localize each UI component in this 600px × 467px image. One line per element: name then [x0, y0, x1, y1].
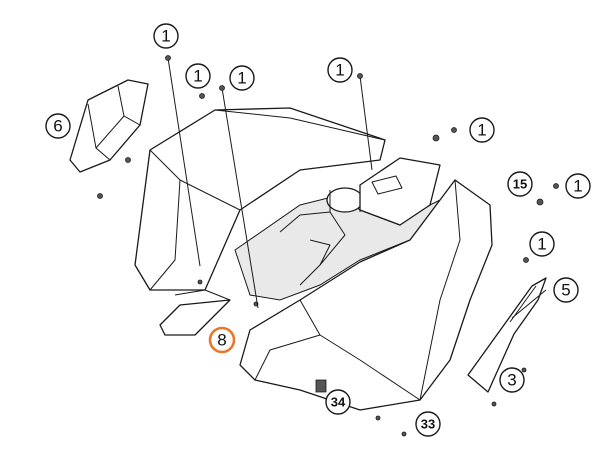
svg-text:8: 8 [217, 331, 226, 350]
part-6-side-panel [69, 79, 149, 199]
svg-text:1: 1 [161, 27, 170, 46]
svg-text:1: 1 [537, 235, 546, 254]
callout-1-mid-a: 1 [185, 63, 211, 89]
callout-1-center: 1 [327, 57, 353, 83]
callout-3: 3 [499, 367, 525, 393]
svg-text:1: 1 [237, 69, 246, 88]
svg-text:1: 1 [477, 121, 486, 140]
callout-8-highlighted[interactable]: 8 [208, 326, 236, 354]
svg-text:3: 3 [507, 371, 516, 390]
svg-text:5: 5 [561, 281, 570, 300]
callout-5: 5 [553, 277, 579, 303]
callout-15: 15 [507, 171, 533, 197]
svg-text:1: 1 [335, 61, 344, 80]
svg-text:15: 15 [513, 177, 527, 192]
callout-33: 33 [415, 411, 441, 437]
svg-text:33: 33 [421, 417, 435, 432]
callout-1-right-a: 1 [469, 117, 495, 143]
leader-lines [165, 55, 559, 319]
callout-1-top: 1 [153, 23, 179, 49]
main-rear-fender [134, 107, 493, 437]
callout-1-right-c: 1 [529, 231, 555, 257]
svg-text:1: 1 [193, 67, 202, 86]
svg-text:6: 6 [53, 117, 62, 136]
callout-6: 6 [45, 113, 71, 139]
svg-text:34: 34 [331, 395, 346, 410]
callout-1-mid-b: 1 [229, 65, 255, 91]
svg-text:1: 1 [573, 177, 582, 196]
callout-1-right-b: 1 [565, 173, 591, 199]
callout-34: 34 [325, 389, 351, 415]
